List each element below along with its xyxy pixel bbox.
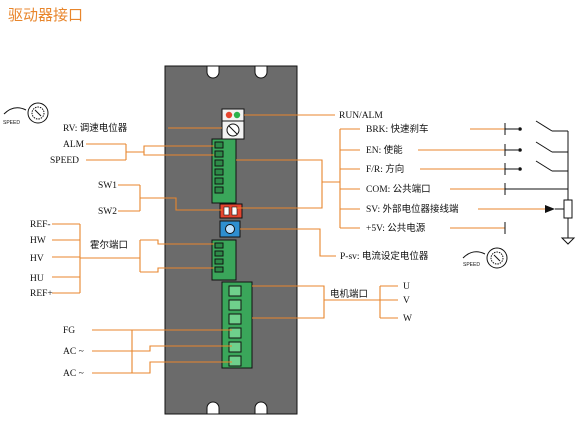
signal-terminal-block <box>211 138 237 204</box>
label-speed: SPEED <box>50 156 79 166</box>
run-alm-led-block <box>221 108 245 122</box>
label-fg: FG <box>63 326 75 336</box>
label-plus5v: +5V: 公共电源 <box>366 222 426 234</box>
label-w: W <box>403 314 412 324</box>
label-en: EN: 使能 <box>366 144 403 156</box>
svg-text:SPEED: SPEED <box>3 120 20 126</box>
label-alm: ALM <box>63 140 85 150</box>
label-com: COM: 公共端口 <box>366 183 431 195</box>
page-title: 驱动器接口 <box>8 6 84 24</box>
wiring <box>52 114 545 374</box>
dip-switch[interactable] <box>219 203 243 219</box>
label-hu: HU <box>30 274 44 284</box>
label-motor-port: 电机端口 <box>330 288 368 300</box>
label-fr: F/R: 方向 <box>366 163 404 175</box>
alm-led <box>233 111 241 119</box>
speed-knob-icon: SPEED <box>3 102 49 126</box>
label-run-alm: RUN/ALM <box>339 111 383 121</box>
label-ref-plus: REF+ <box>30 289 53 299</box>
power-motor-terminal-block <box>221 281 253 369</box>
run-led <box>225 111 233 119</box>
label-u: U <box>403 282 410 292</box>
speed-knob-icon-psv: SPEED <box>462 247 508 269</box>
label-sw1: SW1 <box>98 181 117 191</box>
rv-potentiometer[interactable] <box>221 120 245 140</box>
label-psv: P-sv: 电流设定电位器 <box>340 250 429 262</box>
label-ref-minus: REF- <box>30 220 51 230</box>
label-rv: RV: 调速电位器 <box>63 122 128 134</box>
label-hv: HV <box>30 254 44 264</box>
svg-text:SPEED: SPEED <box>463 262 480 268</box>
hall-terminal-block <box>211 239 237 281</box>
label-hall-port: 霍尔端口 <box>90 239 128 251</box>
label-ac1: AC ~ <box>63 347 84 357</box>
external-switch-network <box>504 120 576 245</box>
label-hw: HW <box>30 236 46 246</box>
label-brk: BRK: 快速刹车 <box>366 123 429 135</box>
psv-potentiometer[interactable] <box>219 220 241 238</box>
label-sw2: SW2 <box>98 207 117 217</box>
label-v: V <box>403 296 410 306</box>
label-sv: SV: 外部电位器接线端 <box>366 203 459 215</box>
label-ac2: AC ~ <box>63 369 84 379</box>
